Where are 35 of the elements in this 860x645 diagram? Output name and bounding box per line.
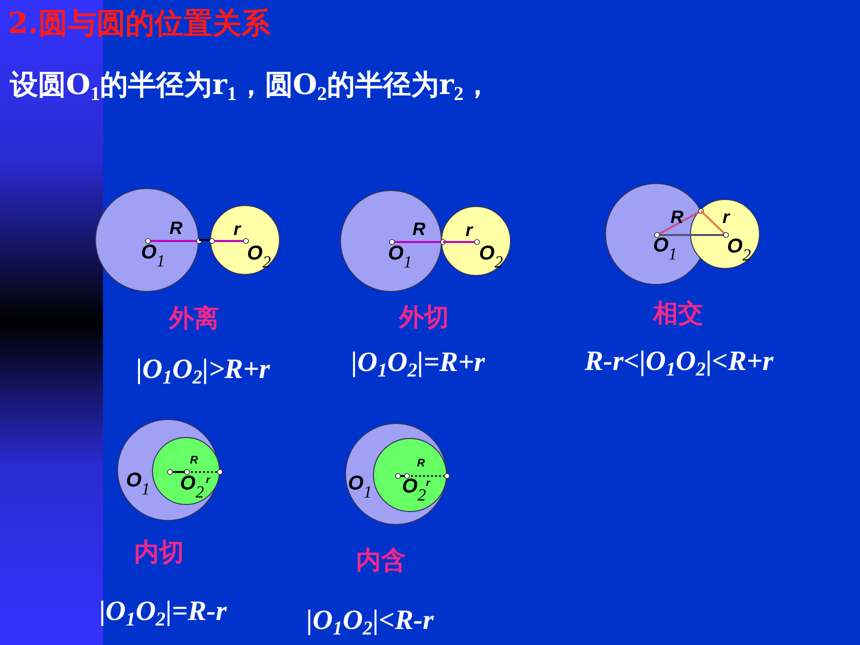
subtitle: 设圆O$_{1}$的半径为r$_{1}$，圆O$_{2}$的半径为r$_{2}$， xyxy=(10,67,492,106)
circle-label: O$_{1}$ xyxy=(388,244,412,270)
circle-label: O$_{1}$ xyxy=(348,474,372,500)
circle-label: r xyxy=(722,208,730,226)
circle-label: O$_{2}$ xyxy=(180,474,204,500)
formula: |O$_{1}$O$_{2}$|<R-r xyxy=(306,606,434,640)
circle xyxy=(690,199,760,269)
circle-label: r xyxy=(206,476,210,486)
circle-label: O$_{2}$ xyxy=(726,236,752,264)
circle-label: R xyxy=(417,458,425,470)
relation-name: 外离 xyxy=(169,304,219,332)
relation-name: 相交 xyxy=(653,299,703,327)
circle-label: O$_{2}$ xyxy=(246,244,272,270)
circle-label: O$_{2}$ xyxy=(402,476,426,504)
title: 2.圆与圆的位置关系 xyxy=(8,5,270,42)
relation-name: 外切 xyxy=(399,303,449,331)
relation-name: 内切 xyxy=(134,538,184,566)
circle-label: R xyxy=(170,219,182,237)
circle-label: r xyxy=(234,220,240,238)
circle-label: R xyxy=(670,208,684,226)
circle-label: O$_{1}$ xyxy=(140,242,166,270)
circle-label: R xyxy=(190,456,198,466)
circle-label: O$_{1}$ xyxy=(126,470,150,498)
distance-line xyxy=(199,239,210,241)
circle-label: O$_{1}$ xyxy=(652,236,678,262)
circle-label: O$_{2}$ xyxy=(478,244,504,270)
formula: |O$_{1}$O$_{2}$|=R-r xyxy=(99,596,227,632)
formula: |O$_{1}$O$_{2}$|=R+r xyxy=(351,348,485,382)
formula: |O$_{1}$O$_{2}$|>R+r xyxy=(136,354,270,390)
relation-name: 内含 xyxy=(356,546,406,574)
circle-label: R xyxy=(412,220,426,238)
formula: R-r<|O$_{1}$O$_{2}$|<R+r xyxy=(584,346,774,382)
circle-label: r xyxy=(466,221,472,239)
circle xyxy=(373,438,447,512)
circle-label: r xyxy=(426,479,430,489)
